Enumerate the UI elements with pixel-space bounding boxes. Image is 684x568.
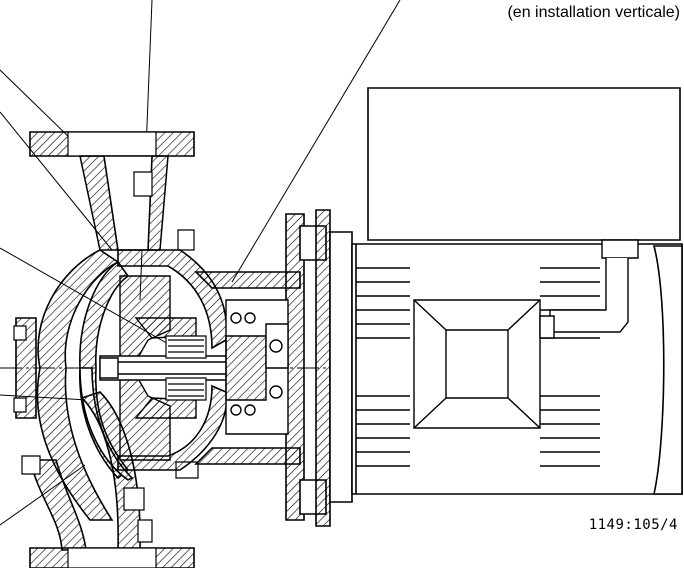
impeller: [120, 276, 196, 460]
motor-plate: [414, 300, 540, 428]
discharge-flange: [30, 132, 194, 156]
motor-flange: [316, 210, 352, 526]
caption: (en installation verticale): [507, 4, 680, 21]
terminal-box: [368, 88, 680, 240]
side-flange: [14, 318, 36, 418]
suction-flange: [30, 548, 194, 568]
shaft: [100, 356, 240, 380]
mechanical-seal: [166, 336, 206, 400]
cable-gland: [540, 240, 638, 338]
casing-bolts: [22, 172, 198, 542]
drawing-reference: 1149:105/4: [588, 517, 678, 533]
motor-fan-cover: [654, 246, 682, 494]
lantern-bracket: [196, 214, 326, 520]
discharge-neck: [80, 156, 168, 250]
coupling: [226, 300, 288, 434]
